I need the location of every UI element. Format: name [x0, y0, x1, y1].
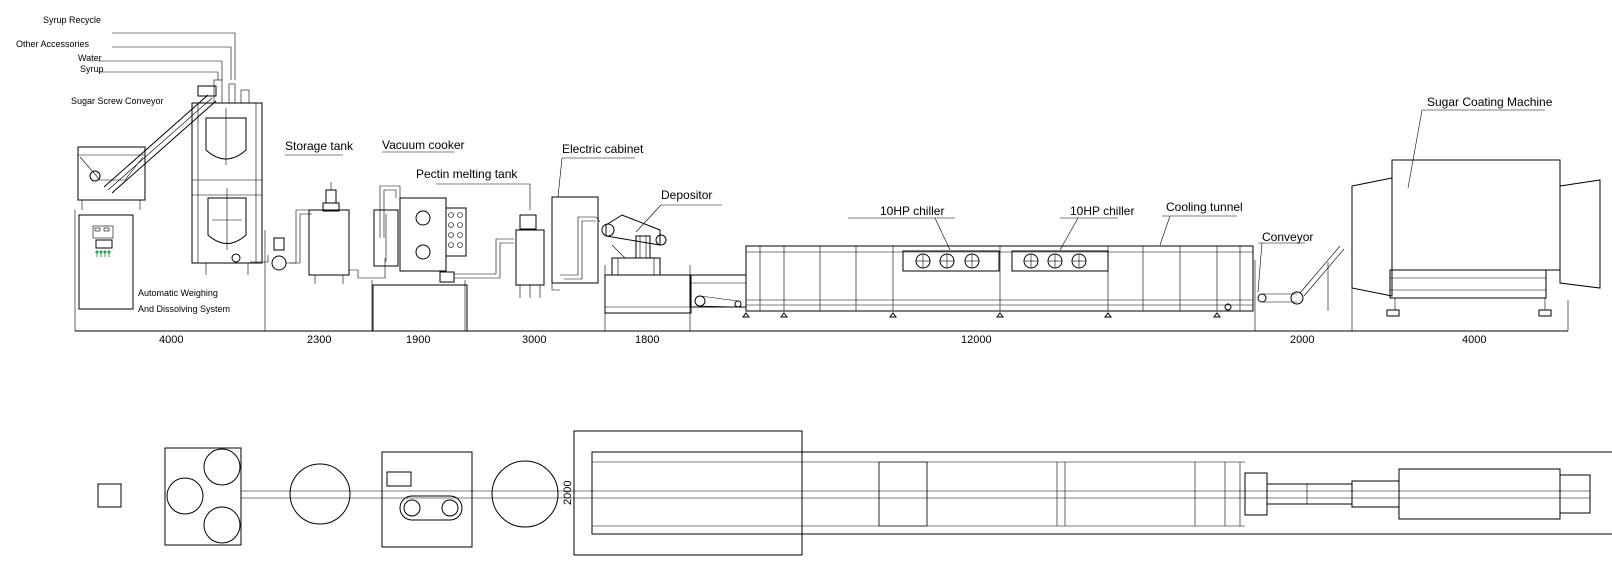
- sugar-coating-machine: [1351, 159, 1601, 317]
- cooling-tunnel: [742, 245, 1254, 318]
- storage-tank: [308, 182, 386, 284]
- label-other-accessories: Other Accessories: [16, 39, 90, 49]
- outfeed-conveyor: [1257, 245, 1345, 311]
- electric-cabinet: [551, 196, 601, 291]
- dim-plan-width: 2000: [562, 481, 574, 505]
- pipe-1: [250, 209, 312, 271]
- plan-storage-tank: [289, 463, 351, 525]
- dim-depositor: 1800: [635, 334, 659, 346]
- infeed-conveyor: [689, 274, 747, 308]
- dim-storage: 2300: [307, 334, 331, 346]
- section-dividers: [74, 210, 1569, 331]
- plan-dissolving: [164, 447, 242, 546]
- plan-cooker: [381, 451, 473, 548]
- sugar-hopper: [77, 146, 146, 210]
- pump-icon: [271, 255, 287, 271]
- plan-pectin-tank: [491, 460, 559, 528]
- label-electric-cabinet: Electric cabinet: [562, 142, 644, 156]
- plan-view: [97, 430, 1612, 556]
- label-leaders: [285, 109, 1545, 293]
- dim-cooker: 1900: [406, 334, 430, 346]
- label-cooling-tunnel: Cooling tunnel: [1166, 200, 1243, 214]
- label-sugar-coating-machine: Sugar Coating Machine: [1427, 95, 1553, 109]
- label-conveyor: Conveyor: [1262, 230, 1313, 244]
- leader-lines-top: [98, 32, 236, 80]
- dim-tunnel: 12000: [961, 334, 992, 346]
- fan-icon: [915, 253, 1087, 269]
- pectin-melting-tank: [515, 214, 545, 298]
- label-syrup-recycle: Syrup Recycle: [43, 15, 101, 25]
- screw-conveyor: [103, 85, 217, 194]
- vacuum-cooker: [372, 185, 514, 332]
- label-sugar-screw-conveyor: Sugar Screw Conveyor: [71, 96, 164, 106]
- label-pectin-melting-tank: Pectin melting tank: [416, 167, 518, 181]
- dim-coating: 4000: [1462, 334, 1486, 346]
- label-vacuum-cooker: Vacuum cooker: [382, 138, 464, 152]
- depositor: [601, 214, 692, 314]
- dim-pectin: 3000: [522, 334, 546, 346]
- dim-weighing: 4000: [159, 334, 183, 346]
- label-auto-weighing-2: And Dissolving System: [138, 304, 230, 314]
- dim-conveyor: 2000: [1290, 334, 1314, 346]
- label-storage-tank: Storage tank: [285, 139, 354, 153]
- label-water: Water: [78, 53, 102, 63]
- plan-cabinet: [97, 483, 122, 508]
- label-chiller-2: 10HP chiller: [1070, 204, 1134, 218]
- control-cabinet: [78, 214, 134, 310]
- label-syrup: Syrup: [80, 64, 104, 74]
- label-depositor: Depositor: [661, 188, 712, 202]
- dissolving-system: [191, 79, 263, 275]
- label-auto-weighing-1: Automatic Weighing: [138, 288, 218, 298]
- label-chiller-1: 10HP chiller: [880, 204, 944, 218]
